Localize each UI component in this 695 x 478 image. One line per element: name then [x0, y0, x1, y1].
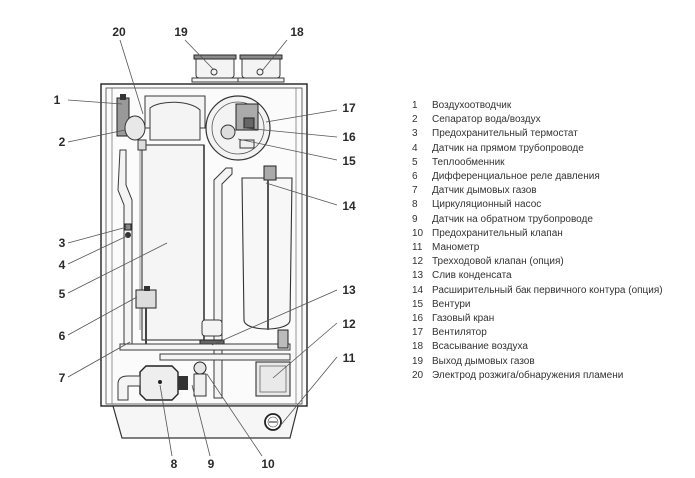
legend-number: 9 [412, 213, 418, 225]
legend-label: Выход дымовых газов [432, 355, 535, 367]
legend-item: 1 Воздухоотводчик [410, 99, 692, 113]
legend-label: Предохранительный клапан [432, 227, 563, 239]
three-way-valve [255, 361, 291, 397]
callout-2: 2 [59, 135, 66, 149]
legend-label: Воздухоотводчик [432, 100, 512, 111]
callout-19: 19 [174, 25, 188, 39]
legend-number: 20 [412, 369, 424, 381]
callout-20: 20 [112, 25, 126, 39]
legend-label: Манометр [432, 242, 480, 254]
legend-number: 16 [412, 313, 424, 325]
legend-item: 5 Теплообменник [410, 156, 692, 170]
air-separator [116, 94, 146, 141]
legend-number: 14 [412, 284, 424, 296]
legend-item: 9 Датчик на обратном трубопроводе [410, 213, 692, 227]
expansion-vessel [241, 165, 293, 330]
flue-gas-outlet [191, 54, 239, 83]
callout-6: 6 [59, 329, 66, 343]
legend-item: 14 Расширительный бак первичного контура … [410, 284, 692, 298]
legend-number: 1 [412, 100, 418, 111]
callout-4: 4 [59, 258, 66, 272]
legend-number: 12 [412, 256, 424, 268]
leader-lines [67, 39, 338, 457]
legend-number: 13 [412, 270, 424, 282]
legend-label: Вентилятор [432, 327, 487, 339]
safety-valve [193, 361, 207, 397]
legend-label: Датчик на прямом трубопроводе [432, 142, 584, 154]
legend-number: 18 [412, 341, 424, 353]
legend-item: 6 Дифференциальное реле давления [410, 170, 692, 184]
pressure-gauge [264, 413, 282, 431]
legend-item: 10 Предохранительный клапан [410, 227, 692, 241]
legend-item: 7 Датчик дымовых газов [410, 184, 692, 198]
legend-item: 4 Датчик на прямом трубопроводе [410, 142, 692, 156]
legend-item: 12 Трехходовой клапан (опция) [410, 255, 692, 269]
callout-9: 9 [208, 457, 215, 471]
legend-item: 17 Вентилятор [410, 326, 692, 340]
legend-label: Расширительный бак первичного контура (о… [432, 284, 663, 296]
legend-item: 15 Вентури [410, 298, 692, 312]
legend-label: Слив конденсата [432, 270, 512, 282]
pressure-switch [135, 286, 157, 346]
legend-label: Электрод розжига/обнаружения пламени [432, 369, 624, 381]
legend-label: Трехходовой клапан (опция) [432, 256, 564, 268]
boiler-diagram: 1 2 3 4 5 6 7 8 9 10 11 12 13 14 15 16 1… [54, 25, 356, 471]
legend-number: 10 [412, 227, 424, 239]
callout-1: 1 [54, 93, 61, 107]
legend-number: 6 [412, 171, 418, 183]
legend-item: 8 Циркуляционный насос [410, 198, 692, 212]
legend-number: 5 [412, 156, 418, 168]
callout-13: 13 [342, 283, 356, 297]
legend-item: 11 Манометр [410, 241, 692, 255]
legend-item: 19 Выход дымовых газов [410, 355, 692, 369]
legend-label: Датчик на обратном трубопроводе [432, 213, 593, 225]
heat-exchanger [137, 139, 205, 341]
callout-17: 17 [342, 101, 356, 115]
callout-5: 5 [59, 287, 66, 301]
legend-number: 8 [412, 199, 418, 211]
legend-item: 13 Слив конденсата [410, 269, 692, 283]
legend-item: 16 Газовый кран [410, 312, 692, 326]
legend-label: Циркуляционный насос [432, 199, 542, 211]
air-intake [237, 54, 285, 83]
legend-number: 15 [412, 298, 424, 310]
callout-8: 8 [171, 457, 178, 471]
legend-label: Газовый кран [432, 313, 495, 325]
legend-number: 17 [412, 327, 424, 339]
callout-12: 12 [342, 317, 356, 331]
legend-number: 2 [412, 114, 418, 126]
circulation-pump [117, 365, 188, 401]
callout-16: 16 [342, 130, 356, 144]
legend-number: 4 [412, 142, 418, 154]
fan [205, 95, 271, 161]
callout-11: 11 [343, 351, 356, 365]
legend-item: 2 Сепаратор вода/воздух [410, 113, 692, 127]
callout-10: 10 [261, 457, 275, 471]
legend-label: Теплообменник [432, 156, 505, 168]
legend-label: Предохранительный термостат [432, 128, 578, 140]
callout-14: 14 [342, 199, 356, 213]
legend-item: 20 Электрод розжига/обнаружения пламени [410, 369, 692, 383]
legend-number: 7 [412, 185, 418, 197]
legend-label: Вентури [432, 298, 471, 310]
legend-label: Всасывание воздуха [432, 341, 528, 353]
legend-number: 11 [412, 242, 423, 254]
legend-number: 19 [412, 355, 424, 367]
legend-number: 3 [412, 128, 418, 140]
legend-label: Сепаратор вода/воздух [432, 114, 541, 126]
callout-18: 18 [290, 25, 304, 39]
legend-label: Датчик дымовых газов [432, 185, 537, 197]
callout-7: 7 [59, 371, 66, 385]
legend-item: 3 Предохранительный термостат [410, 127, 692, 141]
legend-item: 18 Всасывание воздуха [410, 340, 692, 354]
legend-label: Дифференциальное реле давления [432, 171, 600, 183]
callout-15: 15 [342, 154, 356, 168]
callout-3: 3 [59, 236, 66, 250]
